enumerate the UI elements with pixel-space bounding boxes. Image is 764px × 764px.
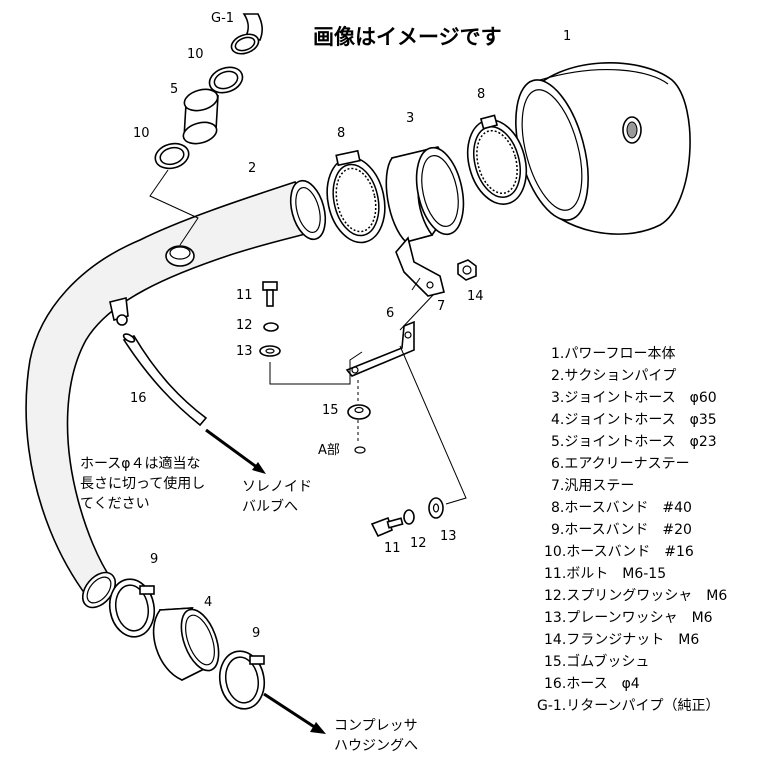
- callout-3: 3: [406, 111, 414, 126]
- callout-14: 14: [467, 289, 484, 304]
- callout-8-right: 8: [477, 87, 485, 102]
- legend-item: 4.ジョイントホース φ35: [551, 412, 717, 428]
- legend-item: 1.パワーフロー本体: [551, 346, 676, 362]
- legend-item: 7.汎用ステー: [551, 478, 634, 494]
- legend-item: 3.ジョイントホース φ60: [551, 390, 717, 406]
- legend-item: G-1.リターンパイプ（純正）: [537, 698, 720, 714]
- callout-13-lower: 13: [440, 529, 457, 544]
- legend-item: 13.プレーンワッシャ M6: [544, 610, 713, 626]
- callout-10-top: 10: [187, 47, 204, 62]
- callout-a-part: A部: [318, 443, 340, 458]
- callout-9-left: 9: [150, 552, 158, 567]
- parts-legend: 1.パワーフロー本体 2.サクションパイプ 3.ジョイントホース φ60 4.ジ…: [537, 346, 727, 714]
- return-pipe-assembly: [149, 13, 263, 246]
- legend-item: 14.フランジナット M6: [544, 632, 699, 648]
- legend-item: 16.ホース φ4: [544, 676, 640, 692]
- callout-12-lower: 12: [410, 536, 427, 551]
- rubber-bushing-15: [347, 380, 371, 454]
- bolt-set-upper: [259, 281, 363, 385]
- power-flow-air-filter: [515, 62, 691, 235]
- compressor-note-line2: ハウジングへ: [334, 738, 418, 754]
- callout-12-upper: 12: [236, 318, 253, 333]
- legend-item: 5.ジョイントホース φ23: [551, 434, 717, 450]
- hose-note-line2: 長さに切って使用し: [80, 475, 205, 492]
- joint-hose-3: [385, 146, 465, 244]
- callout-16: 16: [130, 391, 147, 406]
- callout-11-lower: 11: [384, 541, 401, 556]
- legend-item: 6.エアクリーナステー: [551, 456, 690, 472]
- callout-10-mid: 10: [133, 126, 150, 141]
- legend-item: 8.ホースバンド #40: [551, 500, 692, 516]
- legend-item: 9.ホースバンド #20: [551, 522, 692, 538]
- callout-8-left: 8: [337, 126, 345, 141]
- callout-g1: G-1: [211, 11, 234, 26]
- solenoid-note-line1: ソレノイド: [242, 479, 312, 495]
- flange-nut-14: [457, 259, 477, 281]
- bolt-set-lower: [370, 345, 467, 538]
- joint-hose-4: [152, 607, 220, 682]
- legend-item: 11.ボルト M6-15: [544, 566, 666, 582]
- solenoid-note-line2: バルブへ: [242, 498, 298, 515]
- callout-1: 1: [563, 29, 571, 44]
- hose-16: [122, 333, 266, 474]
- callout-11-upper: 11: [236, 288, 253, 303]
- legend-item: 2.サクションパイプ: [551, 368, 676, 384]
- callout-9-right: 9: [252, 626, 260, 641]
- legend-item: 15.ゴムブッシュ: [544, 653, 649, 670]
- compressor-note-line1: コンプレッサ: [334, 718, 418, 734]
- callout-5: 5: [170, 82, 178, 97]
- callout-4: 4: [204, 595, 212, 610]
- hose-band-9-left: [108, 578, 156, 638]
- hose-band-9-right: [218, 650, 326, 734]
- callout-15: 15: [322, 403, 339, 418]
- legend-item: 10.ホースバンド #16: [544, 544, 694, 560]
- diagram-title: 画像はイメージです: [313, 25, 502, 49]
- air-cleaner-stay-6: [345, 293, 435, 377]
- legend-item: 12.スプリングワッシャ M6: [544, 588, 727, 604]
- hose-band-8-left: [326, 149, 386, 244]
- callout-13-upper: 13: [236, 344, 253, 359]
- callout-2: 2: [248, 161, 256, 176]
- hose-note-line1: ホースφ４は適当な: [80, 455, 201, 472]
- suction-pipe: [25, 179, 327, 609]
- generic-stay-7: [395, 236, 445, 297]
- callout-7: 7: [437, 299, 445, 314]
- hose-band-8-right: [466, 114, 528, 205]
- hose-note-line3: てください: [80, 496, 150, 512]
- callout-6: 6: [386, 306, 394, 321]
